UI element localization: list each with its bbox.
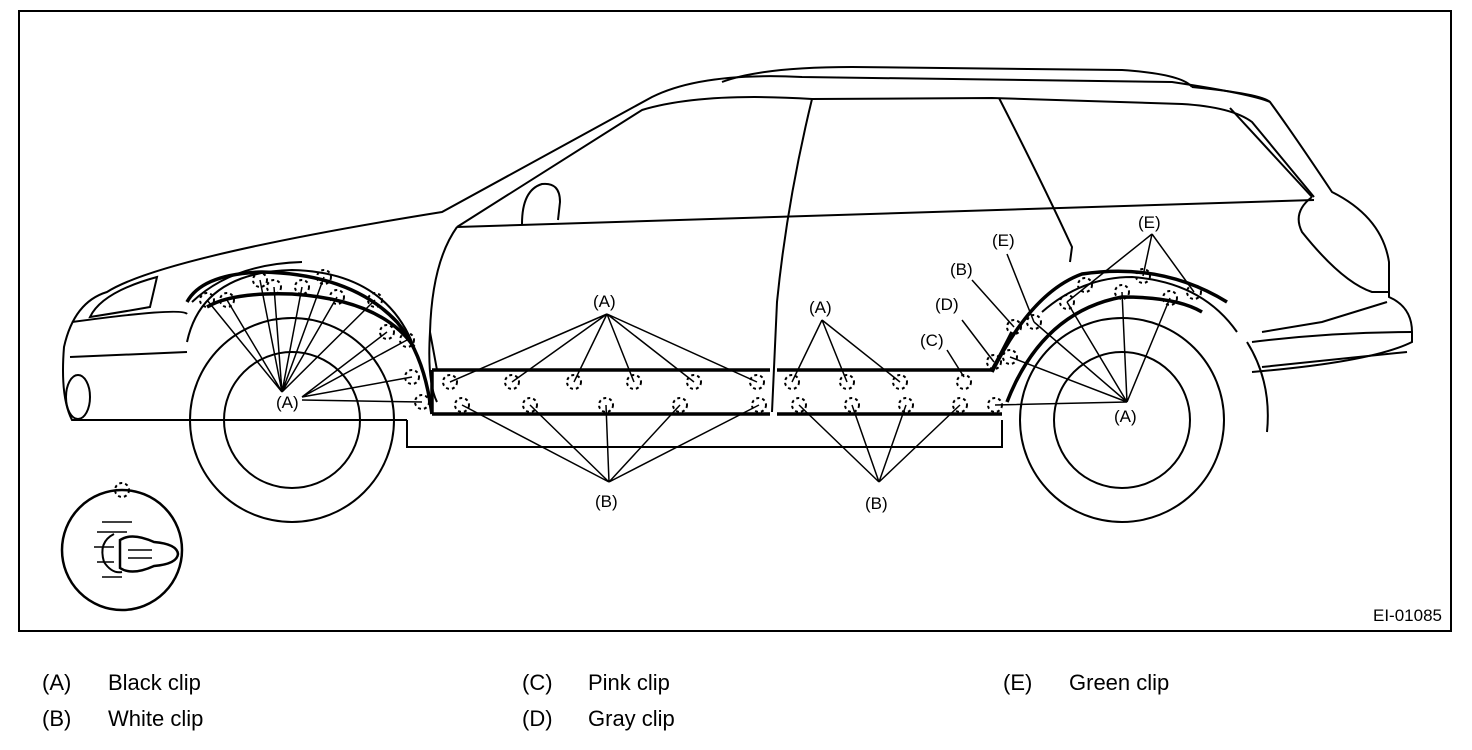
legend-code: (C) [522,670,553,695]
clip-marker [839,374,855,390]
clip-marker [952,397,968,413]
callout-bottom-b-right: (B) [865,494,888,513]
legend-label: White clip [108,706,204,731]
clip-marker [219,292,235,308]
clip-marker [199,292,215,308]
clip-marker [626,374,642,390]
callout-labels: (A) (A) (B) (A) (B) (C) (D) (B) (E) (E) … [276,213,1161,513]
callout-rear-a: (A) [1114,407,1137,426]
callout-front-a: (A) [276,393,299,412]
callout-c: (C) [920,331,944,350]
clip-marker [1077,277,1093,293]
callout-top-a-middle: (A) [809,298,832,317]
callout-b-rear: (B) [950,260,973,279]
clip-marker [1162,290,1178,306]
clip-marker [892,374,908,390]
legend-code: (D) [522,706,553,731]
clip-marker [784,374,800,390]
clip-marker [749,374,765,390]
clip-marker [399,332,415,348]
clip-marker [1186,284,1202,300]
clip-marker [1002,349,1018,365]
callout-top-a-left: (A) [593,292,616,311]
rear-wheel [1019,275,1269,523]
legend-label: Green clip [1069,670,1170,695]
clip-marker [294,279,310,295]
clip-marker [791,397,807,413]
clip-marker [414,394,430,410]
legend-label: Pink clip [588,670,670,695]
clip-marker [404,369,420,385]
clip-marker [367,292,383,308]
callout-d: (D) [935,295,959,314]
clip-marker [1026,314,1042,330]
clip-marker [956,374,972,390]
clip-marker [442,374,458,390]
clip-marker [844,397,860,413]
legend-code: (E) [1003,670,1033,695]
clip-marker [1135,268,1151,284]
clip-marker [751,397,767,413]
clip-marker [1059,294,1075,310]
clip-marker [504,374,520,390]
clip-marker [329,289,345,305]
legend-label: Gray clip [588,706,675,731]
legend-code: (B) [42,706,72,731]
clip-marker [316,269,332,285]
leader-lines [206,233,1195,483]
clip-marker [898,397,914,413]
callout-bottom-b-left: (B) [595,492,618,511]
clip-marker [686,374,702,390]
figure-frame: (A) (A) (B) (A) (B) (C) (D) (B) (E) (E) … [18,10,1452,632]
clip-marker [1114,284,1130,300]
clip-marker [672,397,688,413]
vehicle-side-diagram: (A) (A) (B) (A) (B) (C) (D) (B) (E) (E) … [60,65,1413,612]
clip-marker [566,374,582,390]
clip-marker [598,397,614,413]
clip-marker [1006,319,1022,335]
clip-marker [266,279,282,295]
clip-markers [199,268,1202,413]
callout-e-right: (E) [1138,213,1161,232]
callout-e-left: (E) [992,231,1015,250]
legend: (A) Black clip (B) White clip (C) Pink c… [0,664,1472,744]
figure-id: EI-01085 [1373,606,1442,625]
clip-marker [522,397,538,413]
clip-marker [454,397,470,413]
vehicle-body-outline [62,65,1413,448]
legend-label: Black clip [108,670,201,695]
molding-strips [185,269,1228,416]
clip-marker [379,324,395,340]
legend-code: (A) [42,670,72,695]
clip-marker [986,354,1002,370]
clip-detail-inset [60,482,184,612]
clip-marker [252,272,268,288]
